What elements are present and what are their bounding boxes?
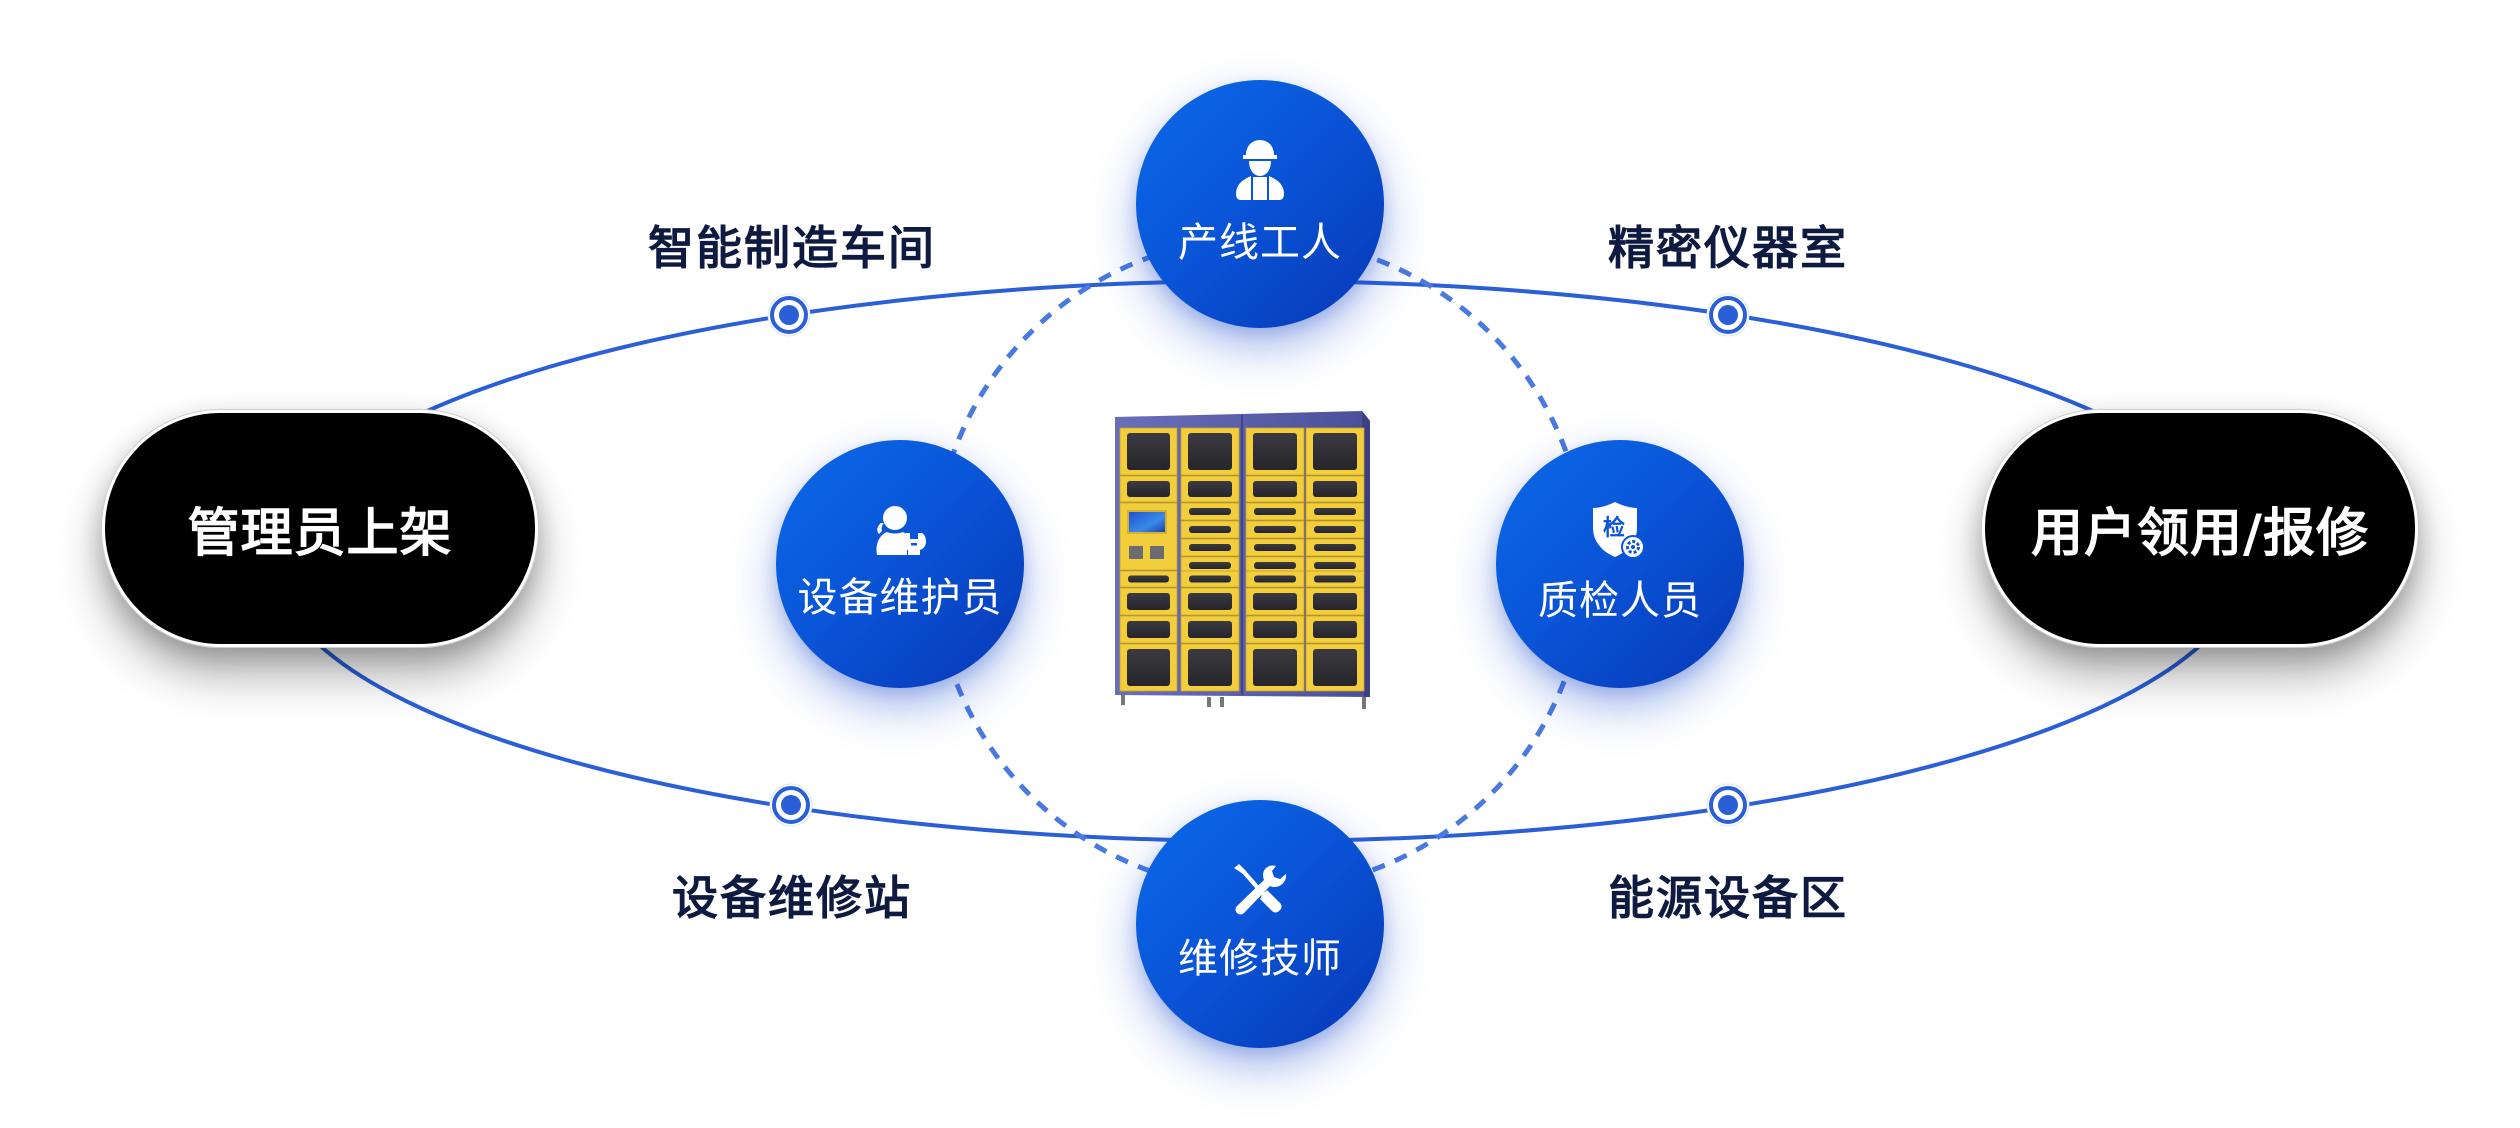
locker-window [1253, 621, 1297, 638]
locker-window [1313, 649, 1357, 686]
locker-window [1254, 526, 1296, 533]
location-label-maintenance-station: 设备维修站 [672, 871, 912, 925]
worker-helmet-icon [1236, 140, 1284, 200]
locker-window [1314, 575, 1356, 583]
touch-screen [1127, 510, 1167, 534]
locker-window [1314, 562, 1356, 569]
admin-shelving-node: 管理员上架 [102, 410, 538, 647]
inspection-shield-icon: 检 [1593, 502, 1645, 558]
user-borrow-repair-label: 用户领用/报修 [2031, 504, 2369, 564]
locker-window [1254, 562, 1296, 569]
locker-window [1313, 433, 1357, 470]
locker-window [1189, 508, 1231, 515]
locker-window [1127, 593, 1170, 610]
location-label-energy-equipment-area: 能源设备区 [1608, 871, 1848, 925]
role-node-equipment-maintainer: 设备维护员 [776, 440, 1024, 688]
location-marker-bottom-left [769, 783, 813, 827]
role-label-line-worker: 产线工人 [1178, 220, 1342, 266]
locker-window [1253, 481, 1297, 497]
locker-window [1313, 481, 1357, 497]
locker-window [1127, 649, 1170, 686]
locker-window [1254, 575, 1296, 583]
tools-icon [1234, 864, 1287, 915]
smart-locker-cabinet [1115, 411, 1370, 709]
locker-window [1189, 575, 1231, 583]
locker-window [1188, 481, 1232, 497]
location-label-smart-manufacturing: 智能制造车间 [648, 221, 936, 275]
locker-window [1314, 508, 1356, 515]
scanner-pad [1129, 546, 1143, 559]
locker-doors [1119, 427, 1365, 692]
svg-text:检: 检 [1603, 515, 1625, 541]
role-node-line-worker: 产线工人 [1136, 80, 1384, 328]
location-marker-top-right [1706, 293, 1750, 337]
locker-window [1314, 526, 1356, 533]
locker-window [1313, 621, 1357, 638]
locker-window [1253, 593, 1297, 610]
locker-window [1254, 508, 1296, 515]
location-marker-bottom-right [1706, 783, 1750, 827]
role-label-quality-inspector: 质检人员 [1538, 578, 1702, 624]
locker-window [1253, 649, 1297, 686]
locker-window [1128, 575, 1169, 583]
locker-window [1127, 433, 1170, 470]
locker-window [1254, 544, 1296, 551]
role-node-repair-technician: 维修技师 [1136, 800, 1384, 1048]
locker-window [1313, 593, 1357, 610]
role-label-repair-technician: 维修技师 [1178, 936, 1342, 982]
locker-window [1189, 562, 1231, 569]
locker-window [1189, 526, 1231, 533]
locker-window [1188, 433, 1232, 470]
locker-window [1127, 621, 1170, 638]
user-borrow-repair-node: 用户领用/报修 [1982, 410, 2418, 647]
role-label-equipment-maintainer: 设备维护员 [797, 575, 1003, 621]
locker-window [1188, 649, 1232, 686]
locker-window [1189, 544, 1231, 551]
locker-window [1188, 593, 1232, 610]
location-marker-top-left [767, 293, 811, 337]
locker-window [1188, 621, 1232, 638]
user-wrench-icon [876, 506, 926, 555]
scanner-pad [1150, 546, 1164, 559]
admin-shelving-label: 管理员上架 [187, 504, 453, 564]
role-node-quality-inspector: 检 质检人员 [1496, 440, 1744, 688]
location-label-precision-instrument-room: 精密仪器室 [1608, 221, 1848, 275]
locker-window [1314, 544, 1356, 551]
locker-window [1127, 481, 1170, 497]
locker-window [1253, 433, 1297, 470]
